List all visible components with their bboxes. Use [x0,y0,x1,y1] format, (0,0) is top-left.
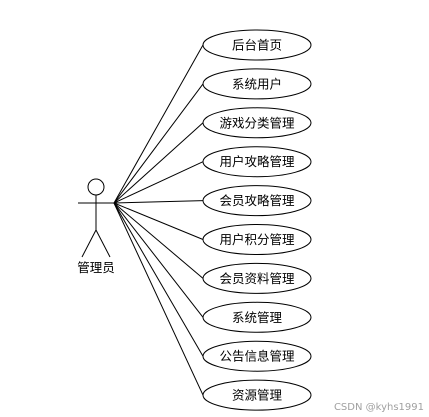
use-case-label: 公告信息管理 [219,349,295,364]
use-case-ellipse [202,29,312,61]
use-case-group: 后台首页系统用户游戏分类管理用户攻略管理会员攻略管理用户积分管理会员资料管理系统… [202,29,312,411]
use-case-label: 游戏分类管理 [219,115,295,130]
association-line [113,202,204,240]
use-case-label: 系统用户 [232,76,282,91]
use-case-ellipse [202,68,312,100]
watermark: CSDN @kyhs1991 [334,402,424,413]
use-case-label: 资源管理 [232,388,283,403]
use-case: 系统用户 [202,68,312,100]
use-case: 后台首页 [202,29,312,61]
use-case: 会员资料管理 [202,262,312,294]
use-case: 公告信息管理 [202,340,312,372]
use-case: 用户攻略管理 [202,146,312,178]
use-case: 会员攻略管理 [202,185,312,217]
association-line [113,83,204,204]
use-case-ellipse [202,224,312,255]
actor-head [87,178,105,196]
actor-label: 管理员 [77,260,115,275]
use-case-ellipse [202,107,312,139]
use-case-label: 系统管理 [232,310,283,325]
association-lines [113,44,204,396]
association-line [113,202,204,357]
use-case-label: 后台首页 [232,38,282,53]
association-line [113,200,204,204]
use-case-ellipse [202,301,312,333]
association-line [113,44,204,204]
actor-right-leg [95,229,111,258]
use-case-ellipse [202,379,312,411]
association-line [113,202,204,318]
actor: 管理员 [77,178,115,275]
use-case: 游戏分类管理 [202,107,312,139]
association-line [113,122,204,204]
association-line [113,202,204,279]
use-case-label: 用户积分管理 [219,232,295,247]
use-case-label: 会员攻略管理 [219,193,295,208]
use-case-ellipse [202,185,312,217]
use-case-ellipse [202,146,312,178]
actor-left-leg [81,229,97,258]
use-case: 资源管理 [202,379,312,411]
use-case-ellipse [202,340,312,372]
use-case-label: 会员资料管理 [219,271,295,286]
association-line [113,202,204,396]
association-line [113,161,204,204]
use-case: 用户积分管理 [202,224,312,255]
use-case-label: 用户攻略管理 [219,154,295,169]
use-case: 系统管理 [202,301,312,333]
use-case-ellipse [202,262,312,294]
